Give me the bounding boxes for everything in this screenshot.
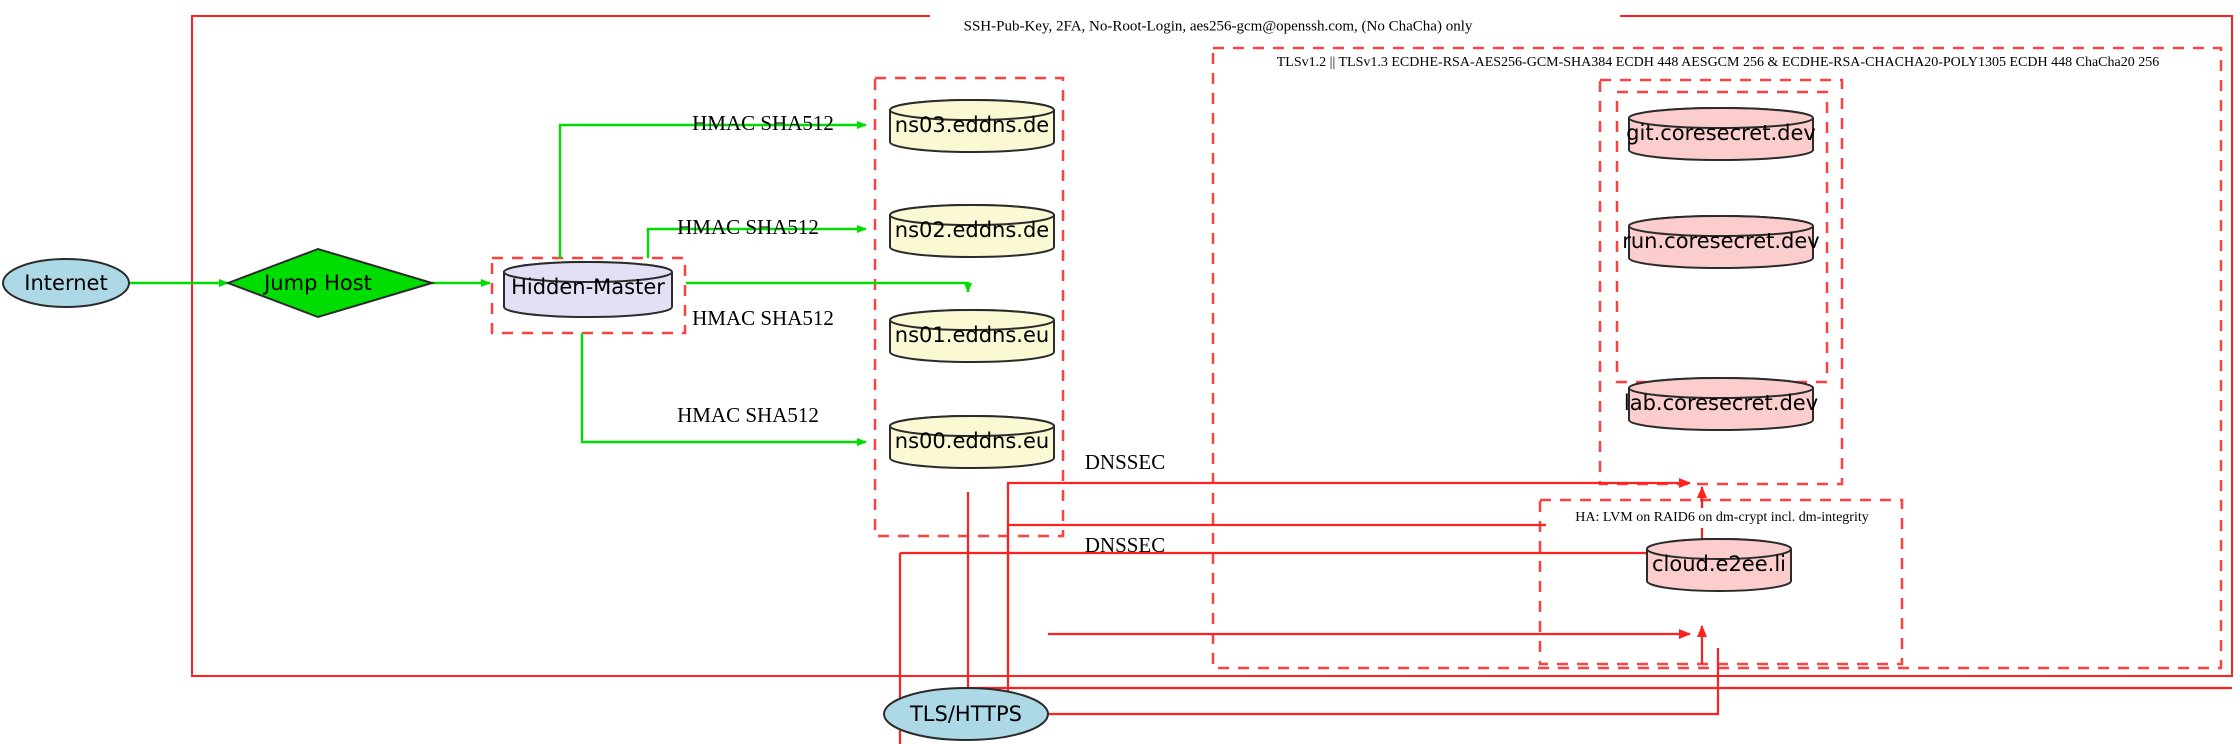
edge-hidden-master-to-ns00 xyxy=(580,333,867,446)
node-ns02-label: ns02.eddns.de xyxy=(895,218,1049,242)
edge-hidden-master-to-ns01 xyxy=(686,281,972,293)
edge-label-hmac-ns01: HMAC SHA512 xyxy=(692,306,834,330)
node-run-coresecret[interactable]: run.coresecret.dev xyxy=(1622,215,1820,269)
cluster-hidden-master-box xyxy=(490,256,687,335)
cluster-label-tls-policy: TLSv1.2 || TLSv1.3 ECDHE-RSA-AES256-GCM-… xyxy=(1222,52,2217,74)
edge-tls-right-riser xyxy=(1048,650,1720,716)
edge-label-hmac-ns02: HMAC SHA512 xyxy=(677,215,819,239)
cluster-tls-policy-box xyxy=(1211,46,2223,670)
node-ns01[interactable]: ns01.eddns.eu xyxy=(889,309,1055,363)
node-ns00[interactable]: ns00.eddns.eu xyxy=(889,415,1055,469)
node-hidden-master[interactable]: Hidden-Master xyxy=(503,261,673,318)
node-hidden-master-label: Hidden-Master xyxy=(511,275,665,299)
node-git-coresecret-label: git.coresecret.dev xyxy=(1626,121,1816,145)
node-ns03[interactable]: ns03.eddns.de xyxy=(889,99,1055,153)
node-git-coresecret[interactable]: git.coresecret.dev xyxy=(1626,107,1816,161)
svg-text:SSH-Pub-Key, 2FA, No-Root-Logi: SSH-Pub-Key, 2FA, No-Root-Login, aes256-… xyxy=(964,18,1473,34)
node-jump-host[interactable]: Jump Host xyxy=(225,247,436,319)
svg-text:HA: LVM on RAID6 on dm-crypt i: HA: LVM on RAID6 on dm-crypt incl. dm-in… xyxy=(1575,510,1868,525)
cluster-coresecret-outer-box xyxy=(1598,78,1844,486)
cluster-label-ha-storage: HA: LVM on RAID6 on dm-crypt incl. dm-in… xyxy=(1546,508,1898,528)
edge-label-hmac-ns03: HMAC SHA512 xyxy=(692,111,834,135)
node-run-coresecret-label: run.coresecret.dev xyxy=(1622,229,1820,253)
edge-dnssec-upper-line xyxy=(1006,478,1691,666)
node-cloud-e2ee-label: cloud.e2ee.li xyxy=(1652,552,1786,576)
cluster-ha-storage-box xyxy=(1538,498,1904,666)
svg-text:DNSSEC: DNSSEC xyxy=(1085,450,1166,474)
node-cloud-e2ee[interactable]: cloud.e2ee.li xyxy=(1646,538,1792,592)
svg-text:DNSSEC: DNSSEC xyxy=(1085,533,1166,557)
node-ns03-label: ns03.eddns.de xyxy=(895,113,1049,137)
edge-label-dnssec-lower: DNSSEC xyxy=(1085,533,1166,557)
node-ns01-label: ns01.eddns.eu xyxy=(895,323,1049,347)
node-internet[interactable]: Internet xyxy=(2,258,130,308)
svg-text:TLSv1.2 || TLSv1.3 ECDHE-RSA-A: TLSv1.2 || TLSv1.3 ECDHE-RSA-AES256-GCM-… xyxy=(1277,55,2159,70)
node-tls-https[interactable]: TLS/HTTPS xyxy=(883,687,1049,741)
edge-label-dnssec-upper: DNSSEC xyxy=(1085,450,1166,474)
node-ns00-label: ns00.eddns.eu xyxy=(895,429,1049,453)
node-ns02[interactable]: ns02.eddns.de xyxy=(889,204,1055,258)
node-jump-host-label: Jump Host xyxy=(262,271,372,295)
edge-label-hmac-ns00: HMAC SHA512 xyxy=(677,403,819,427)
svg-text:HMAC SHA512: HMAC SHA512 xyxy=(677,403,819,427)
svg-text:HMAC SHA512: HMAC SHA512 xyxy=(692,111,834,135)
node-internet-label: Internet xyxy=(24,271,107,295)
svg-text:HMAC SHA512: HMAC SHA512 xyxy=(692,306,834,330)
edge-hidden-master-to-ns02 xyxy=(646,225,867,258)
node-lab-coresecret-label: lab.coresecret.dev xyxy=(1624,391,1818,415)
node-lab-coresecret[interactable]: lab.coresecret.dev xyxy=(1624,377,1818,431)
edge-hidden-master-to-ns03 xyxy=(558,121,867,258)
cluster-label-ssh-policy: SSH-Pub-Key, 2FA, No-Root-Login, aes256-… xyxy=(930,14,1620,36)
svg-text:HMAC SHA512: HMAC SHA512 xyxy=(677,215,819,239)
node-tls-https-label: TLS/HTTPS xyxy=(909,702,1022,726)
